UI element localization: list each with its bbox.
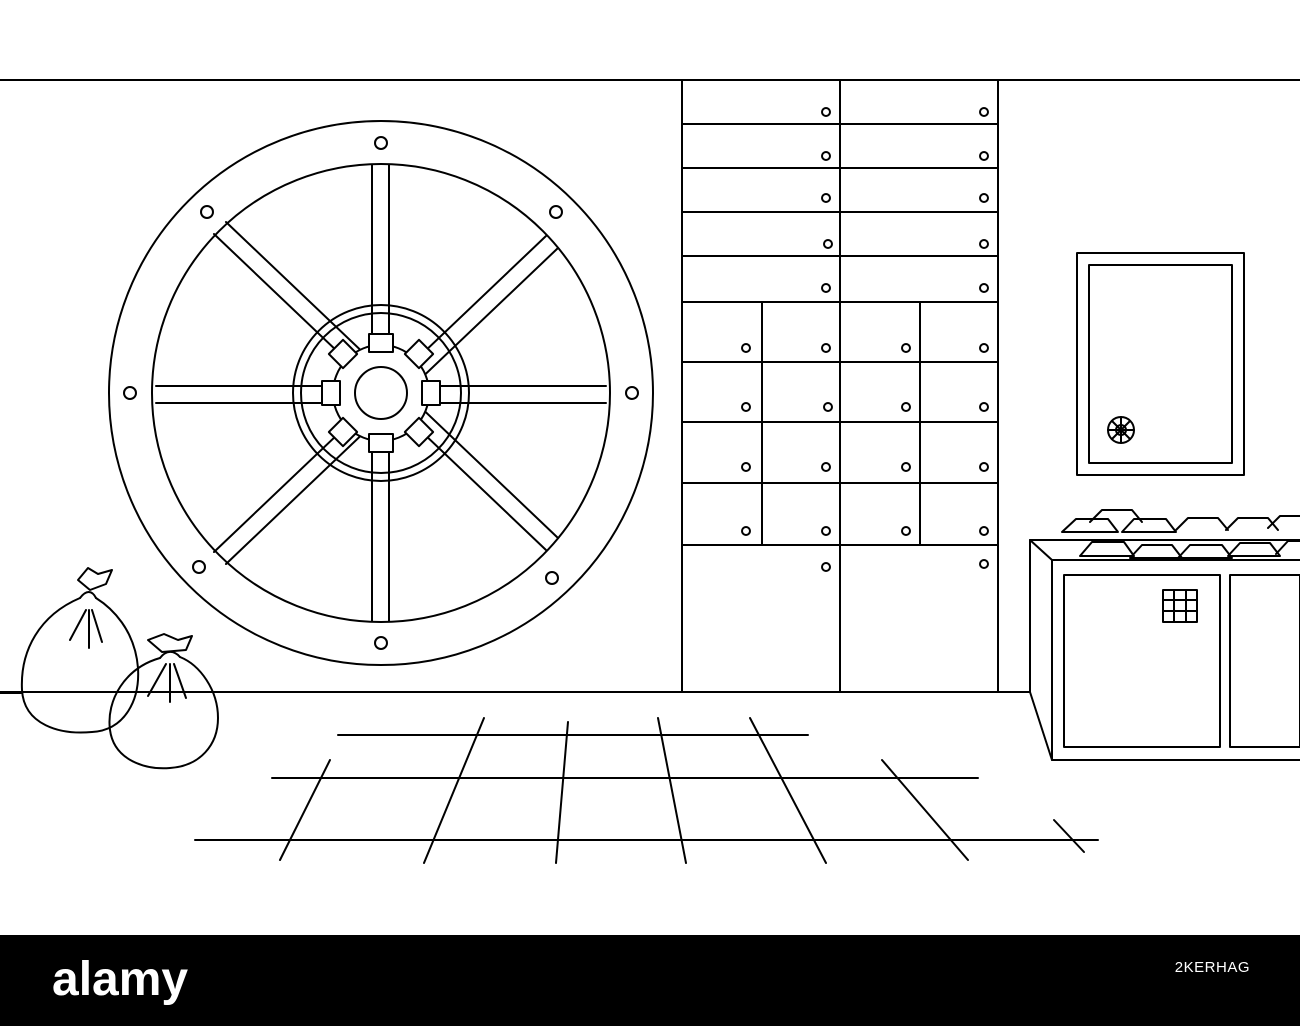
vault-door — [108, 120, 654, 666]
safe-deposit-boxes — [681, 79, 999, 693]
watermark-banner: alamy 2KERHAG — [0, 935, 1300, 1026]
gold-cabinet — [1029, 539, 1300, 761]
money-bag-small — [108, 633, 219, 770]
logo-text: alamy — [52, 953, 188, 1006]
wall-safe — [1076, 252, 1245, 476]
image-id: 2KERHAG — [1174, 959, 1250, 976]
floor-tiles — [194, 717, 1099, 864]
vault-illustration — [0, 79, 1300, 864]
alamy-logo: alamy — [52, 953, 188, 1006]
gold-bars — [1061, 509, 1300, 559]
money-bag-large — [0, 567, 140, 734]
